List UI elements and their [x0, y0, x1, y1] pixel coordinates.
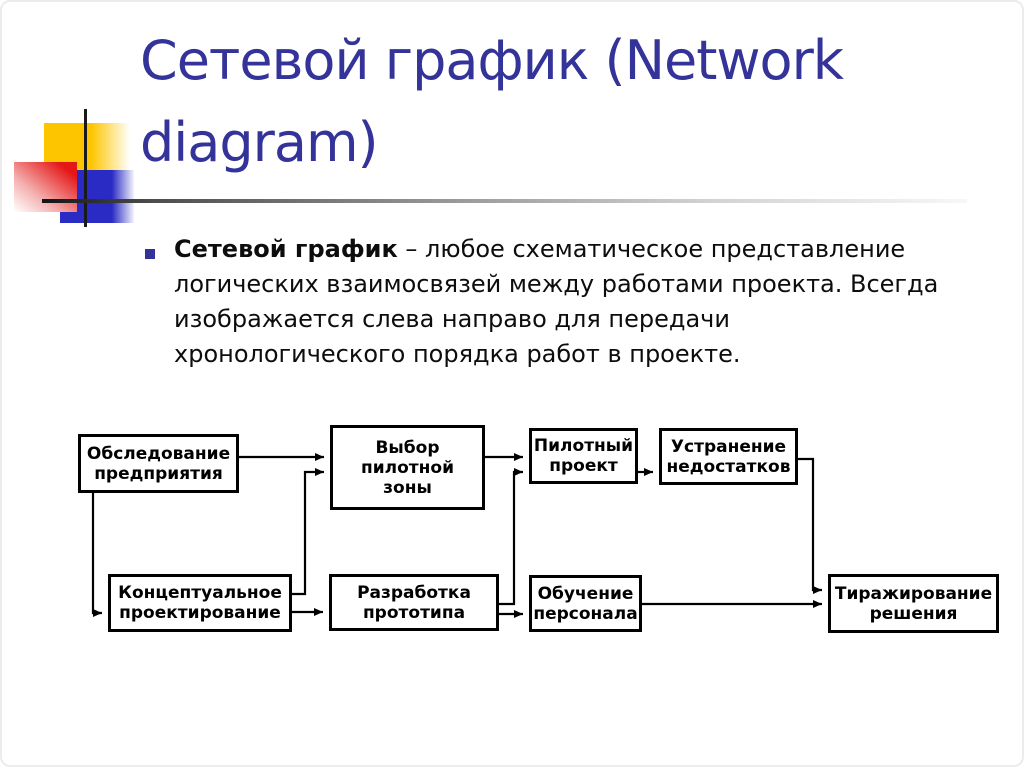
node-fix: Устранение недостатков [659, 428, 798, 485]
bullet-square-icon [145, 249, 155, 259]
node-training: Обучение персонала [529, 575, 642, 632]
bullet-line4: хронологического порядка работ в проекте… [174, 340, 741, 368]
node-rollout: Тиражирование решения [828, 574, 999, 633]
node-survey: Обследование предприятия [78, 434, 239, 493]
bullet-line1: Сетевой график – любое схематическое пре… [174, 232, 938, 267]
slide-title: Сетевой график (Network diagram) [140, 20, 844, 184]
edge-prototype-pilot-project [499, 468, 523, 606]
bullet-paragraph: Сетевой график – любое схематическое пре… [174, 232, 938, 372]
slide-title-line2: diagram) [140, 111, 379, 174]
title-rule-line [42, 199, 967, 203]
bullet-line1-rest: – любое схематическое представление [397, 235, 906, 263]
edge-concept-pilot-zone [292, 468, 324, 596]
network-diagram: Обследование предприятия Выбор пилотной … [2, 402, 1022, 662]
edge-fix-rollout [798, 457, 822, 594]
bullet-line2: логических взаимосвязей между работами п… [174, 270, 939, 298]
bullet-term: Сетевой график [174, 235, 398, 263]
bullet-line3: изображается слева направо для передачи [174, 305, 730, 333]
crosshair-vertical-line [84, 109, 87, 227]
node-concept: Концептуальное проектирование [108, 574, 292, 632]
edge-survey-concept [91, 493, 102, 617]
node-pilot-zone: Выбор пилотной зоны [330, 425, 485, 510]
slide-title-line1: Сетевой график (Network [140, 29, 844, 92]
node-pilot-project: Пилотный проект [529, 428, 638, 484]
node-prototype: Разработка прототипа [329, 574, 499, 631]
red-square-decoration [14, 162, 77, 212]
